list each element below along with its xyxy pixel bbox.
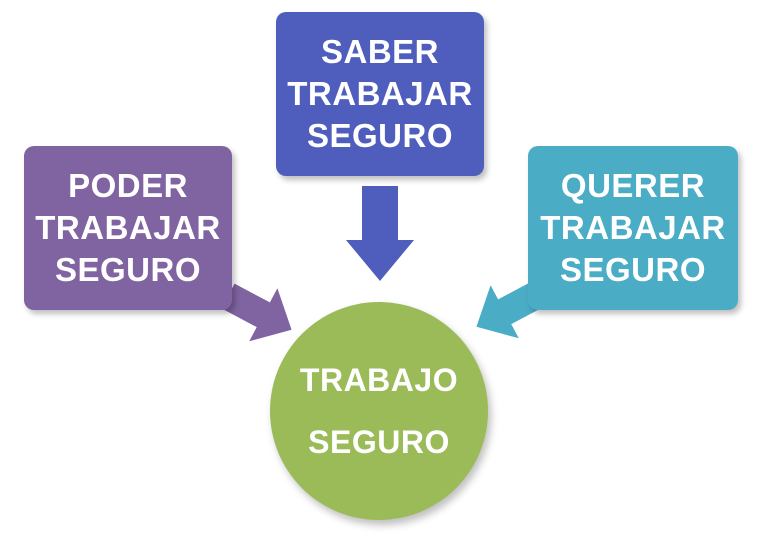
box-saber-line-2: TRABAJAR: [287, 75, 473, 112]
box-saber-line-1: SABER: [320, 33, 440, 70]
box-poder-line-3: SEGURO: [54, 251, 202, 288]
box-saber-label: SABER TRABAJAR SEGURO: [287, 31, 473, 157]
box-saber-trabajar-seguro: SABER TRABAJAR SEGURO: [276, 12, 484, 176]
arrow-saber-to-center: [346, 186, 414, 281]
box-querer-line-2: TRABAJAR: [540, 209, 726, 246]
box-querer-line-3: SEGURO: [559, 251, 707, 288]
circle-line-1: TRABAJO: [299, 362, 459, 398]
box-querer-line-1: QUERER: [560, 167, 706, 204]
circle-label: TRABAJO SEGURO: [300, 349, 458, 473]
circle-trabajo-seguro: TRABAJO SEGURO: [270, 302, 488, 520]
box-poder-line-1: PODER: [68, 167, 188, 204]
box-querer-label: QUERER TRABAJAR SEGURO: [540, 165, 726, 291]
box-querer-trabajar-seguro: QUERER TRABAJAR SEGURO: [528, 146, 738, 310]
box-poder-trabajar-seguro: PODER TRABAJAR SEGURO: [24, 146, 232, 310]
box-poder-label: PODER TRABAJAR SEGURO: [35, 165, 221, 291]
box-poder-line-2: TRABAJAR: [35, 209, 221, 246]
box-saber-line-3: SEGURO: [306, 117, 454, 154]
circle-line-2: SEGURO: [308, 424, 450, 460]
